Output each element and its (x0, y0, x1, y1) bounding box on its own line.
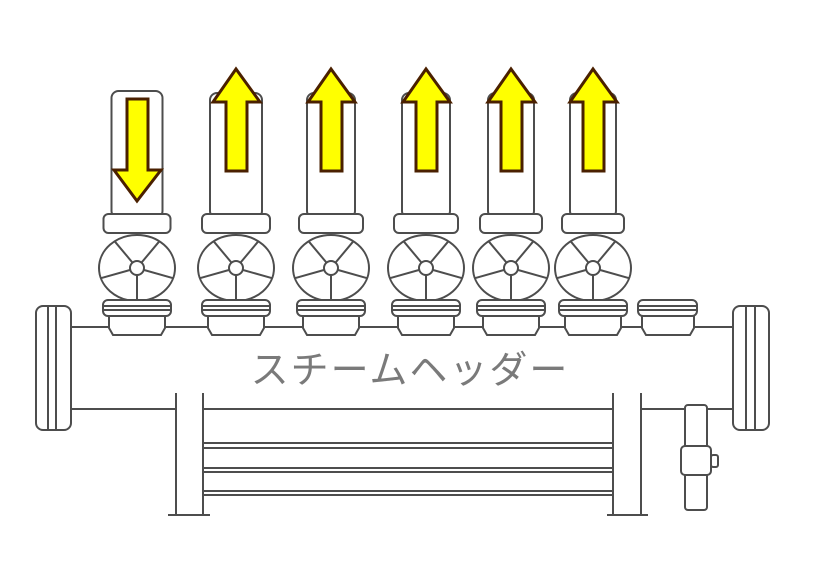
arrow-up-icon (567, 66, 620, 173)
nozzle-base (207, 313, 265, 336)
pipe-flange (561, 213, 625, 234)
left-end-flange (35, 305, 72, 431)
right-end-flange (732, 305, 770, 431)
drain-valve-knob (710, 454, 719, 468)
valve-6 (554, 66, 632, 336)
nozzle-collar (102, 299, 172, 317)
pipe-flange (102, 213, 172, 234)
header-label: スチームヘッダー (251, 348, 570, 392)
handwheel-icon[interactable] (292, 234, 370, 302)
nozzle-collar (558, 299, 628, 317)
nozzle-base (108, 313, 166, 336)
pipe-flange (298, 213, 364, 234)
arrow-up-icon (210, 66, 263, 173)
valve-2 (197, 66, 275, 336)
drain-pipe (680, 404, 719, 511)
arrow-up-icon (400, 66, 453, 173)
pipe-flange (201, 213, 271, 234)
handwheel-icon[interactable] (197, 234, 275, 302)
nozzle-collar (296, 299, 366, 317)
pipe-flange (479, 213, 543, 234)
handwheel-icon[interactable] (472, 234, 550, 302)
valve-4 (387, 66, 465, 336)
nozzle-collar (391, 299, 461, 317)
nozzle-base (302, 313, 360, 336)
handwheel-icon[interactable] (554, 234, 632, 302)
valve-5 (472, 66, 550, 336)
drain-valve (680, 445, 712, 476)
nozzle-base (482, 313, 540, 336)
arrow-down-icon (111, 97, 165, 204)
spare-nozzle (637, 299, 698, 336)
nozzle-collar (201, 299, 271, 317)
handwheel-icon[interactable] (98, 234, 176, 302)
arrow-up-icon (305, 66, 358, 173)
nozzle-base (564, 313, 622, 336)
valve-3 (292, 66, 370, 336)
arrow-up-icon (485, 66, 538, 173)
support-stand (168, 393, 648, 516)
nozzle-collar (476, 299, 546, 317)
nozzle-base (397, 313, 455, 336)
handwheel-icon[interactable] (387, 234, 465, 302)
valve-1 (98, 90, 176, 336)
pipe-flange (393, 213, 459, 234)
